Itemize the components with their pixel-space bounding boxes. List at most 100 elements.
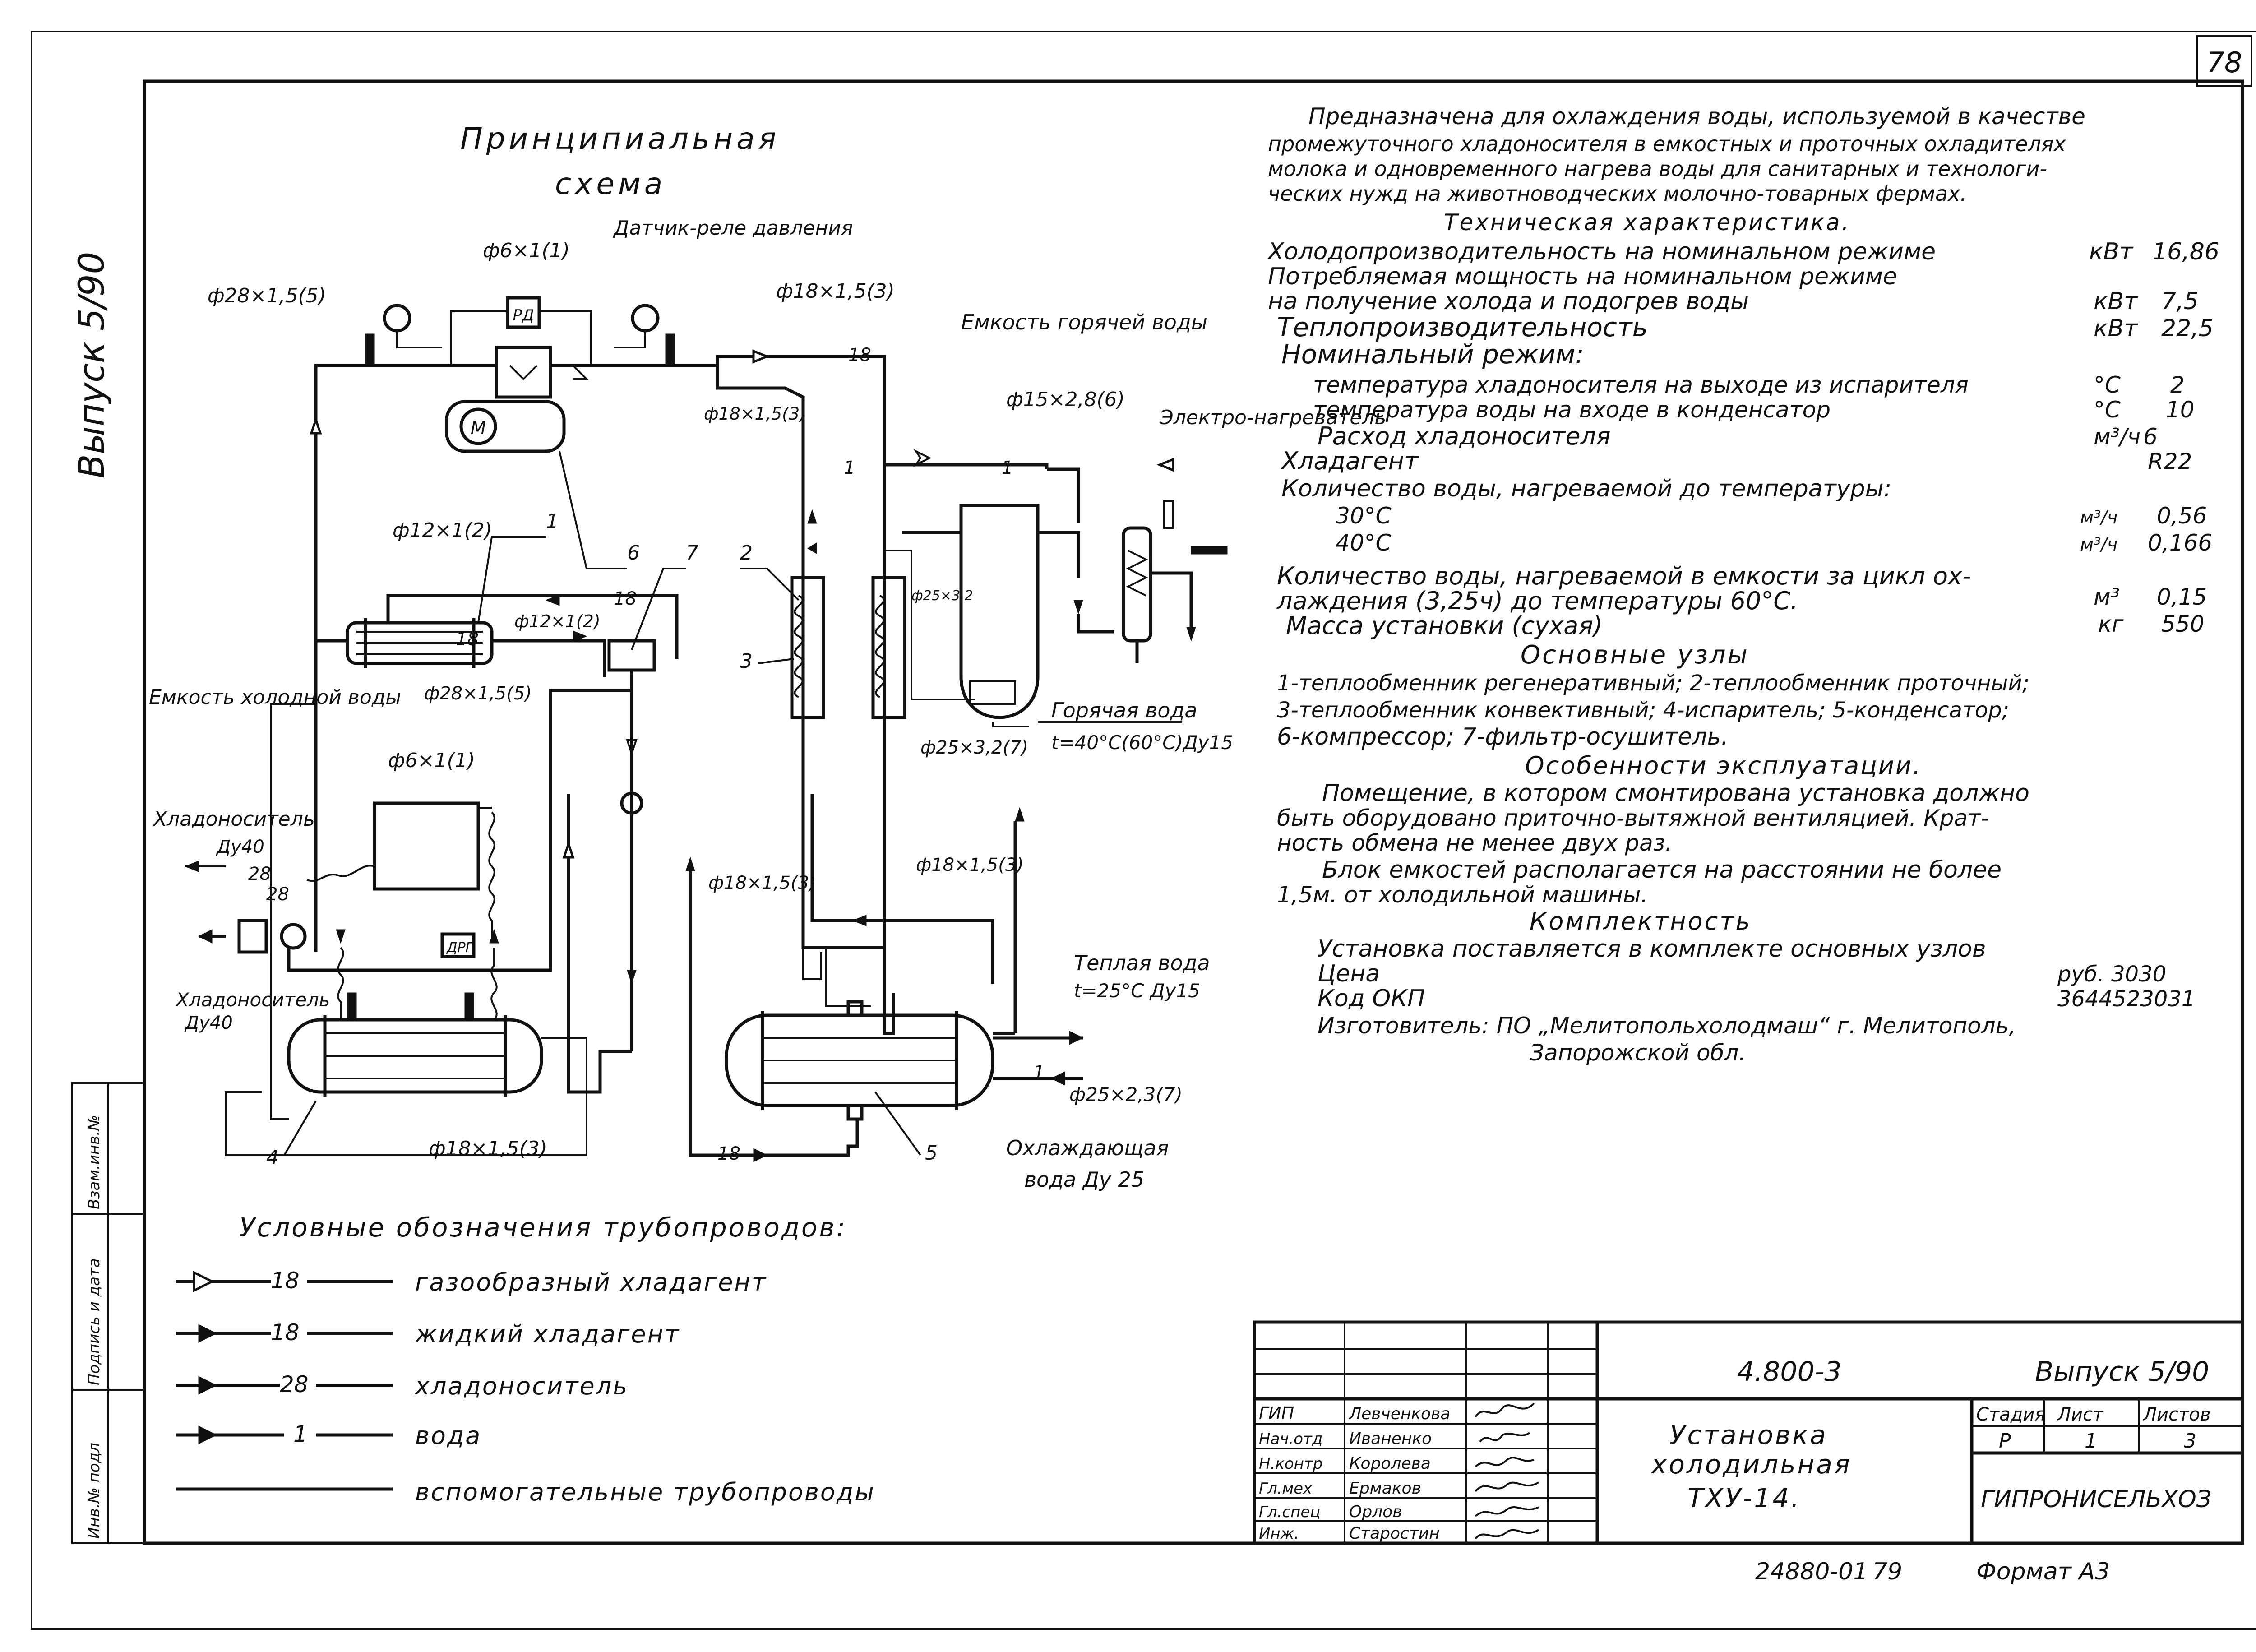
- kit-title: Комплектность: [1530, 907, 1752, 935]
- heat-exchanger-2: [871, 576, 906, 719]
- hot-water-tank: [959, 504, 1040, 719]
- legend-label-3: вода: [415, 1421, 481, 1450]
- spec-6-unit: °С: [2094, 397, 2121, 423]
- spec-13-label: лаждения (3,25ч) до температуры 60°С.: [1276, 587, 1798, 615]
- hot-water-label: Горячая вода: [1051, 698, 1197, 722]
- el-heater-label: Электро-нагреватель: [1159, 406, 1386, 429]
- intro-2: молока и одновременного нагрева воды для…: [1268, 157, 2047, 181]
- callout-1: 1: [546, 510, 559, 533]
- person-4-role: Гл.спец: [1259, 1503, 1320, 1521]
- spec-7-value: 6: [2143, 424, 2158, 450]
- schematic: Принципиальная схема М РД: [149, 121, 1386, 1192]
- stamp-title-2: холодильная: [1650, 1449, 1852, 1480]
- person-3-name: Ермаков: [1349, 1479, 1421, 1498]
- spec-13-value: 0,15: [2157, 584, 2207, 610]
- strip-vzam-inv: Взам.инв.№: [85, 1115, 103, 1209]
- spec-14-value: 550: [2161, 611, 2204, 637]
- stamp-title-1: Установка: [1669, 1420, 1828, 1450]
- sheets-value: 3: [2184, 1430, 2196, 1453]
- spec-11-unit: м³/ч: [2080, 534, 2117, 555]
- callout-3: 3: [740, 650, 753, 673]
- legend: Условные обозначения трубопроводов: 18 г…: [176, 1212, 874, 1506]
- pipe-spec-25-7c: ф25×2,3(7): [1069, 1083, 1183, 1106]
- spec-3-unit: кВт: [2094, 315, 2138, 342]
- legend-code-0: 18: [271, 1268, 300, 1294]
- person-2-role: Н.контр: [1259, 1455, 1322, 1473]
- ops-1: быть оборудовано приточно-вытяжной венти…: [1277, 805, 1989, 831]
- callout-5: 5: [925, 1142, 938, 1165]
- callout-2: 2: [740, 541, 753, 565]
- spec-8-value: R22: [2148, 449, 2192, 475]
- cold-tank-label: Емкость холодной воды: [149, 686, 401, 709]
- spec-1-label: Потребляемая мощность на номинальном реж…: [1268, 263, 1897, 290]
- page-number-box: [2196, 35, 2252, 87]
- spec-6-label: температура воды на входе в конденсатор: [1313, 397, 1831, 423]
- coolant-label-2: Хладоноситель: [175, 989, 330, 1011]
- legend-code-2: 28: [280, 1371, 309, 1397]
- strip-inv-podl: Инв.№ подл: [85, 1443, 103, 1539]
- title-block: 4.800-3 Выпуск 5/90 Установка холодильна…: [1253, 1320, 2244, 1585]
- stage-value: Р: [1999, 1430, 2011, 1453]
- hot-water-spec: t=40°С(60°С)Ду15: [1051, 731, 1233, 754]
- person-4-name: Орлов: [1349, 1503, 1402, 1521]
- person-1-role: Нач.отд: [1259, 1430, 1322, 1448]
- coolant-label: Хладоноситель: [153, 808, 315, 831]
- pipe-spec-18-3a: ф18×1,5(3): [776, 280, 895, 303]
- ln-18-b: 18: [456, 629, 479, 650]
- spec-13-unit: м³: [2094, 584, 2120, 610]
- person-1-name: Иваненко: [1349, 1430, 1432, 1448]
- node-1: 3-теплообменник конвективный; 4-испарите…: [1277, 698, 2009, 723]
- pipe-spec-18-3e: ф18×1,5(3): [429, 1137, 547, 1160]
- bottom-code: 24880-01: [1755, 1558, 1868, 1585]
- spec-2-unit: кВт: [2094, 288, 2138, 315]
- spec-11-label: 40°С: [1336, 530, 1392, 556]
- sheets-header: Листов: [2142, 1404, 2210, 1425]
- drg-label: ДРГ: [446, 940, 474, 956]
- spec-2-label: на получение холода и подогрев воды: [1268, 288, 1749, 315]
- spec-0-unit: кВт: [2089, 238, 2134, 265]
- ln-18-c: 18: [614, 588, 637, 609]
- pipe-spec-18-3b: ф18×1,5(3): [704, 404, 806, 424]
- pipe-spec-18-3d: ф18×1,5(3): [916, 855, 1024, 875]
- callout-4: 4: [266, 1146, 279, 1169]
- node-2: 6-компрессор; 7-фильтр-осушитель.: [1277, 723, 1729, 750]
- pipe-spec-25-7b: ф25×3,2: [911, 588, 973, 604]
- filter-7: [607, 639, 656, 672]
- intro-0: Предназначена для охлаждения воды, испол…: [1308, 103, 2085, 130]
- price-label: Цена: [1318, 960, 1380, 987]
- bottom-num: 79: [1872, 1558, 1902, 1585]
- page-number: 78: [2207, 46, 2242, 79]
- ln-1-a: 1: [844, 458, 855, 478]
- cool-water-label: Охлаждающая: [1006, 1136, 1169, 1160]
- spec-11-value: 0,166: [2148, 530, 2212, 556]
- ops-4: 1,5м. от холодильной машины.: [1277, 882, 1648, 908]
- du40-a: Ду40: [216, 837, 264, 857]
- ln-18-a: 18: [848, 345, 871, 366]
- ln-28-b: 28: [266, 884, 289, 905]
- ops-3: Блок емкостей располагается на расстояни…: [1322, 856, 2002, 884]
- ln-1-c: 1: [1033, 1062, 1045, 1083]
- pipe-spec-28-5: ф28×1,5(5): [208, 284, 326, 307]
- spec-10-unit: м³/ч: [2080, 507, 2117, 528]
- tech-title: Техническая характеристика.: [1444, 209, 1850, 236]
- spec-10-label: 30°С: [1336, 503, 1392, 529]
- legend-title: Условные обозначения трубопроводов:: [239, 1212, 847, 1243]
- strip-sign-date: Подпись и дата: [85, 1258, 103, 1385]
- ops-2: ность обмена не менее двух раз.: [1277, 830, 1672, 856]
- left-strip: Инв.№ подл Подпись и дата Взам.инв.№: [71, 1082, 145, 1544]
- spec-0-label: Холодопроизводительность на номинальном …: [1267, 238, 1936, 265]
- heat-exchanger-3: [790, 576, 825, 719]
- ln-18-d: 18: [717, 1143, 740, 1164]
- spec-0-value: 16,86: [2152, 238, 2219, 265]
- spec-5-label: температура хладоносителя на выходе из и…: [1313, 372, 1969, 398]
- nodes-title: Основные узлы: [1521, 640, 1749, 670]
- pressure-relay-label: Датчик-реле давления: [613, 217, 853, 240]
- spec-14-label: Масса установки (сухая): [1286, 611, 1603, 640]
- spec-12-label: Количество воды, нагреваемой в емкости з…: [1277, 562, 1971, 590]
- compressor-6: М РД: [365, 296, 675, 453]
- hot-tank-label: Емкость горячей воды: [961, 310, 1207, 334]
- pipe-spec-12-2b: ф12×1(2): [514, 611, 601, 631]
- warm-water-spec: t=25°С Ду15: [1074, 980, 1200, 1002]
- issue: Выпуск 5/90: [2035, 1356, 2209, 1388]
